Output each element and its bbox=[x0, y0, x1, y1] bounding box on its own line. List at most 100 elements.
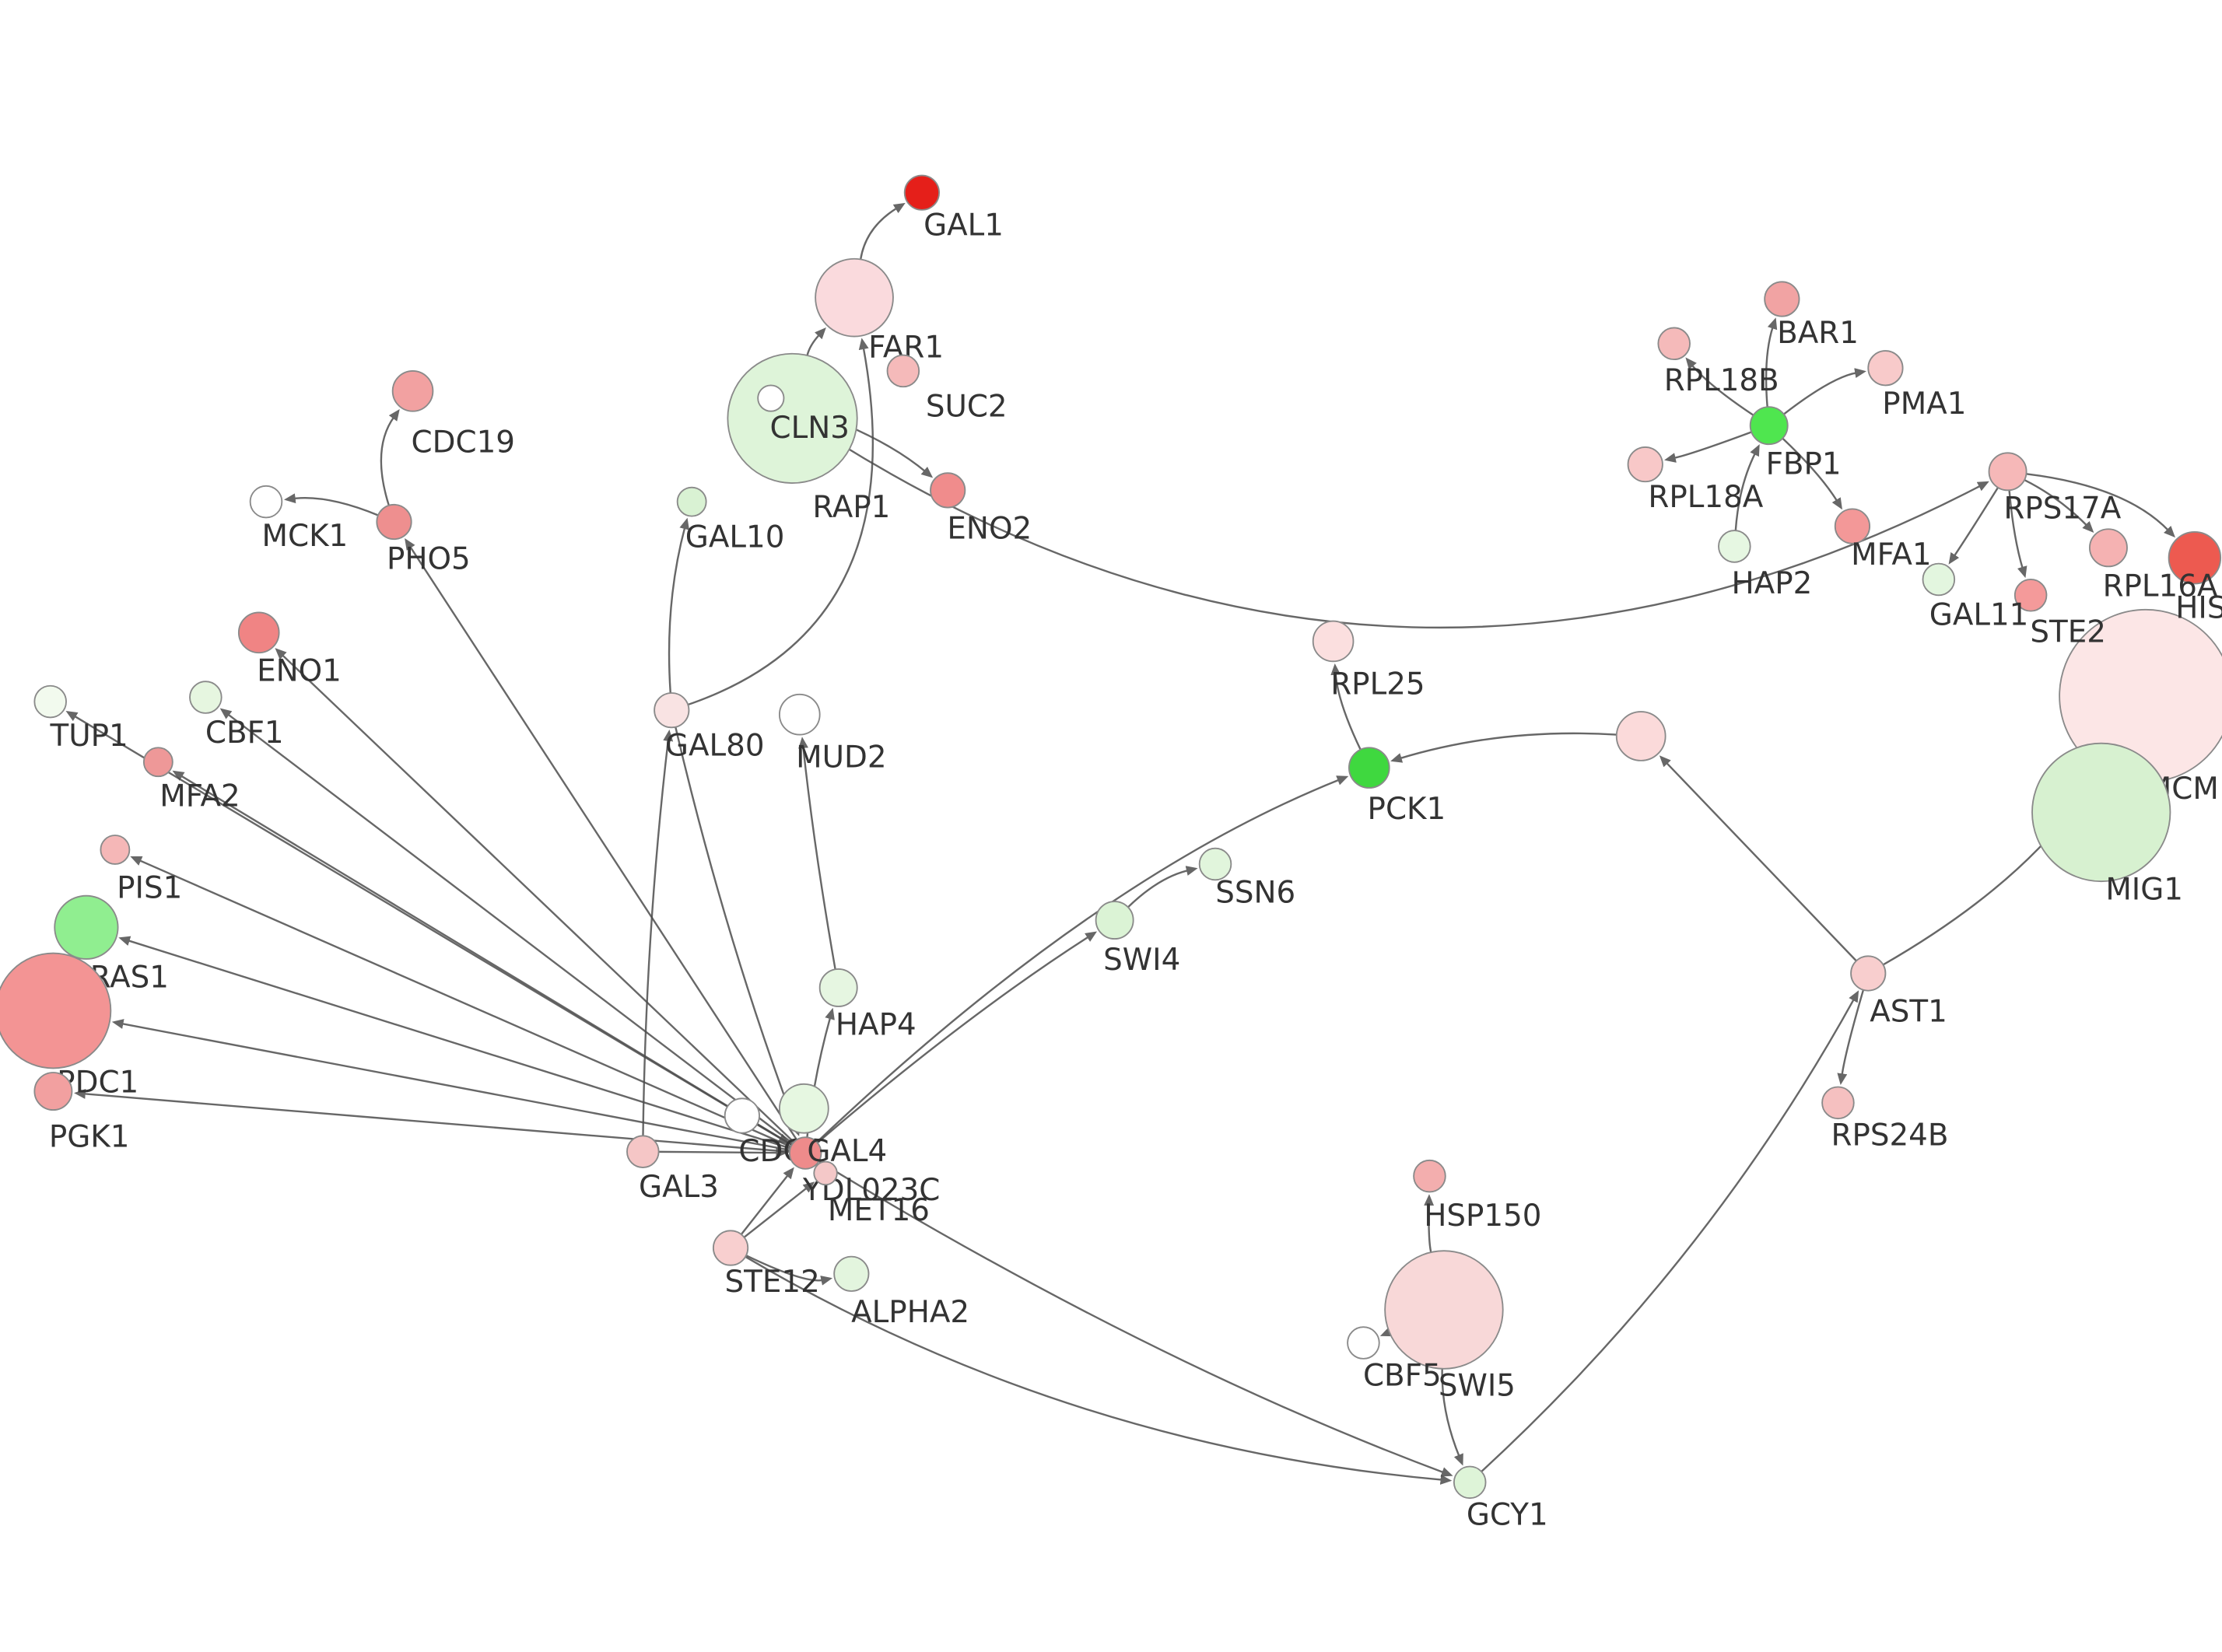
gene-node-hap2[interactable] bbox=[1718, 530, 1751, 563]
edge-rps17a-rpl16a[interactable] bbox=[2024, 478, 2094, 533]
edge-ste12-gal4[interactable] bbox=[740, 1167, 794, 1235]
gene-node-gal4[interactable] bbox=[788, 1136, 822, 1170]
gene-node-swi5[interactable] bbox=[1384, 1250, 1504, 1370]
edge-ast1-n1[interactable] bbox=[1659, 755, 1857, 962]
gene-node-ydl023c[interactable] bbox=[778, 1083, 829, 1134]
gene-node-rpl18b[interactable] bbox=[1657, 327, 1691, 361]
edge-fbp1-mfa1[interactable] bbox=[1782, 437, 1842, 510]
gene-node-rpl25[interactable] bbox=[1312, 620, 1355, 663]
gene-node-gal80[interactable] bbox=[654, 692, 690, 729]
gene-node-label: SWI5 bbox=[1439, 1368, 1516, 1403]
edge-ste12-met16[interactable] bbox=[743, 1181, 815, 1238]
edge-rps17a-gal11[interactable] bbox=[1948, 487, 1999, 565]
gene-node-hsp150[interactable] bbox=[1413, 1159, 1446, 1193]
edge-gal4-pck1[interactable] bbox=[816, 775, 1349, 1143]
edge-hap4-mud2[interactable] bbox=[798, 737, 836, 970]
edge-gal4-pdc1[interactable] bbox=[111, 1019, 790, 1152]
gene-node-suc2[interactable] bbox=[886, 354, 920, 388]
gene-node-ste2[interactable] bbox=[2013, 579, 2048, 612]
edge-rps17a-ste2[interactable] bbox=[2008, 490, 2027, 579]
edge-fbp1-rpl18a[interactable] bbox=[1664, 431, 1752, 463]
gene-node-gcy1[interactable] bbox=[1453, 1465, 1487, 1500]
edge-gal4-pho5[interactable] bbox=[405, 538, 798, 1141]
edge-gal80-far1[interactable] bbox=[687, 338, 874, 706]
gene-node-ste12[interactable] bbox=[712, 1230, 749, 1266]
gene-node-hap4[interactable] bbox=[818, 968, 858, 1007]
gene-node-mud2[interactable] bbox=[778, 693, 821, 736]
gene-node-label: GAL1 bbox=[923, 208, 1004, 243]
edge-fbp1-bar1[interactable] bbox=[1765, 317, 1778, 408]
edge-ste12-alpha2[interactable] bbox=[745, 1255, 833, 1286]
edge-gal80-gal4[interactable] bbox=[675, 726, 801, 1136]
edge-n1-pck1[interactable] bbox=[1390, 732, 1617, 763]
edge-cdc6-gal4[interactable] bbox=[756, 1123, 790, 1144]
gene-node-mfa2[interactable] bbox=[142, 747, 173, 778]
gene-node-cln3[interactable] bbox=[727, 352, 858, 485]
gene-node-eno2[interactable] bbox=[930, 472, 966, 509]
gene-node-met16[interactable] bbox=[813, 1160, 838, 1186]
gene-node-ast1[interactable] bbox=[1850, 955, 1887, 992]
gene-node-rps17a[interactable] bbox=[1988, 452, 2027, 492]
gene-node-mfa1[interactable] bbox=[1834, 508, 1871, 544]
edge-gal4-pgk1[interactable] bbox=[74, 1088, 790, 1153]
gene-node-fbp1[interactable] bbox=[1749, 406, 1789, 446]
gene-node-label: GAL11 bbox=[1929, 598, 2029, 633]
edge-gal4-eno1[interactable] bbox=[275, 648, 795, 1143]
gene-node-pck1[interactable] bbox=[1348, 747, 1390, 789]
edge-swi4-ssn6[interactable] bbox=[1127, 866, 1198, 908]
edge-gal3-gal80[interactable] bbox=[642, 730, 674, 1136]
gene-node-ssn6[interactable] bbox=[1198, 847, 1232, 881]
edge-rps17a-his4[interactable] bbox=[2026, 473, 2175, 538]
gene-node-cdc6[interactable] bbox=[724, 1097, 760, 1134]
edge-pho5-cdc19[interactable] bbox=[380, 408, 400, 506]
gene-node-gal3[interactable] bbox=[626, 1135, 660, 1168]
gene-node-rps24b[interactable] bbox=[1821, 1086, 1855, 1120]
gene-node-ras1[interactable] bbox=[54, 894, 119, 960]
gene-node-cdc19[interactable] bbox=[391, 369, 434, 412]
gene-node-gal1[interactable] bbox=[903, 174, 941, 211]
edge-fbp1-pma1[interactable] bbox=[1783, 368, 1866, 415]
edge-fbp1-rpl18b[interactable] bbox=[1685, 357, 1754, 416]
gene-node-rpl16a[interactable] bbox=[2089, 528, 2128, 568]
edge-swi5-gcy1[interactable] bbox=[1441, 1368, 1463, 1466]
edge-gal3-gal4[interactable] bbox=[658, 1147, 788, 1158]
gene-node-rpl18a[interactable] bbox=[1627, 446, 1663, 483]
gene-node-alpha2[interactable] bbox=[833, 1255, 870, 1292]
edge-gal4-pis1[interactable] bbox=[130, 856, 791, 1148]
edge-far1-gal1[interactable] bbox=[859, 202, 906, 260]
edge-ste12-gcy1[interactable] bbox=[745, 1255, 1453, 1485]
gene-node-mck1[interactable] bbox=[249, 485, 283, 519]
edge-gal4-cbf1[interactable] bbox=[219, 708, 794, 1145]
edge-gal4-ras1[interactable] bbox=[118, 936, 791, 1150]
edge-pho5-mck1[interactable] bbox=[283, 493, 379, 516]
gene-node-cbf5[interactable] bbox=[1347, 1326, 1380, 1360]
edge-hap2-fbp1[interactable] bbox=[1734, 444, 1760, 531]
edge-gal4-mfa2[interactable] bbox=[172, 770, 793, 1146]
gene-node-his4[interactable] bbox=[2168, 531, 2222, 585]
gene-node-far1[interactable] bbox=[815, 257, 894, 338]
edge-pck1-rpl25[interactable] bbox=[1330, 663, 1362, 751]
gene-node-gal11[interactable] bbox=[1922, 562, 1956, 597]
gene-node-bar1[interactable] bbox=[1764, 281, 1800, 317]
edge-gal4-swi4[interactable] bbox=[816, 931, 1098, 1144]
gene-node-swi4[interactable] bbox=[1095, 901, 1134, 940]
gene-node-pdc1[interactable] bbox=[0, 952, 112, 1069]
edge-ast1-rps24b[interactable] bbox=[1837, 989, 1865, 1085]
edge-rap1-rps17a[interactable] bbox=[780, 404, 1989, 629]
gene-node-tup1[interactable] bbox=[33, 684, 67, 719]
gene-node-pma1[interactable] bbox=[1867, 350, 1904, 387]
edge-gal4-gcy1[interactable] bbox=[818, 1160, 1453, 1477]
gene-node-mig1[interactable] bbox=[2031, 742, 2171, 883]
gene-node-unlabeled[interactable] bbox=[1615, 711, 1666, 761]
gene-node-rap1[interactable] bbox=[757, 384, 785, 412]
edge-gal80-gal10[interactable] bbox=[668, 517, 689, 694]
edge-swi5-hsp150[interactable] bbox=[1424, 1194, 1435, 1253]
gene-node-pho5[interactable] bbox=[376, 503, 412, 541]
edge-gcy1-ast1[interactable] bbox=[1481, 990, 1859, 1472]
gene-node-cbf1[interactable] bbox=[189, 681, 223, 714]
gene-node-gal10[interactable] bbox=[676, 486, 707, 517]
gene-node-pis1[interactable] bbox=[100, 835, 131, 865]
gene-node-eno1[interactable] bbox=[237, 611, 280, 654]
edge-cln3-far1[interactable] bbox=[806, 327, 826, 356]
gene-node-pgk1[interactable] bbox=[33, 1072, 73, 1111]
